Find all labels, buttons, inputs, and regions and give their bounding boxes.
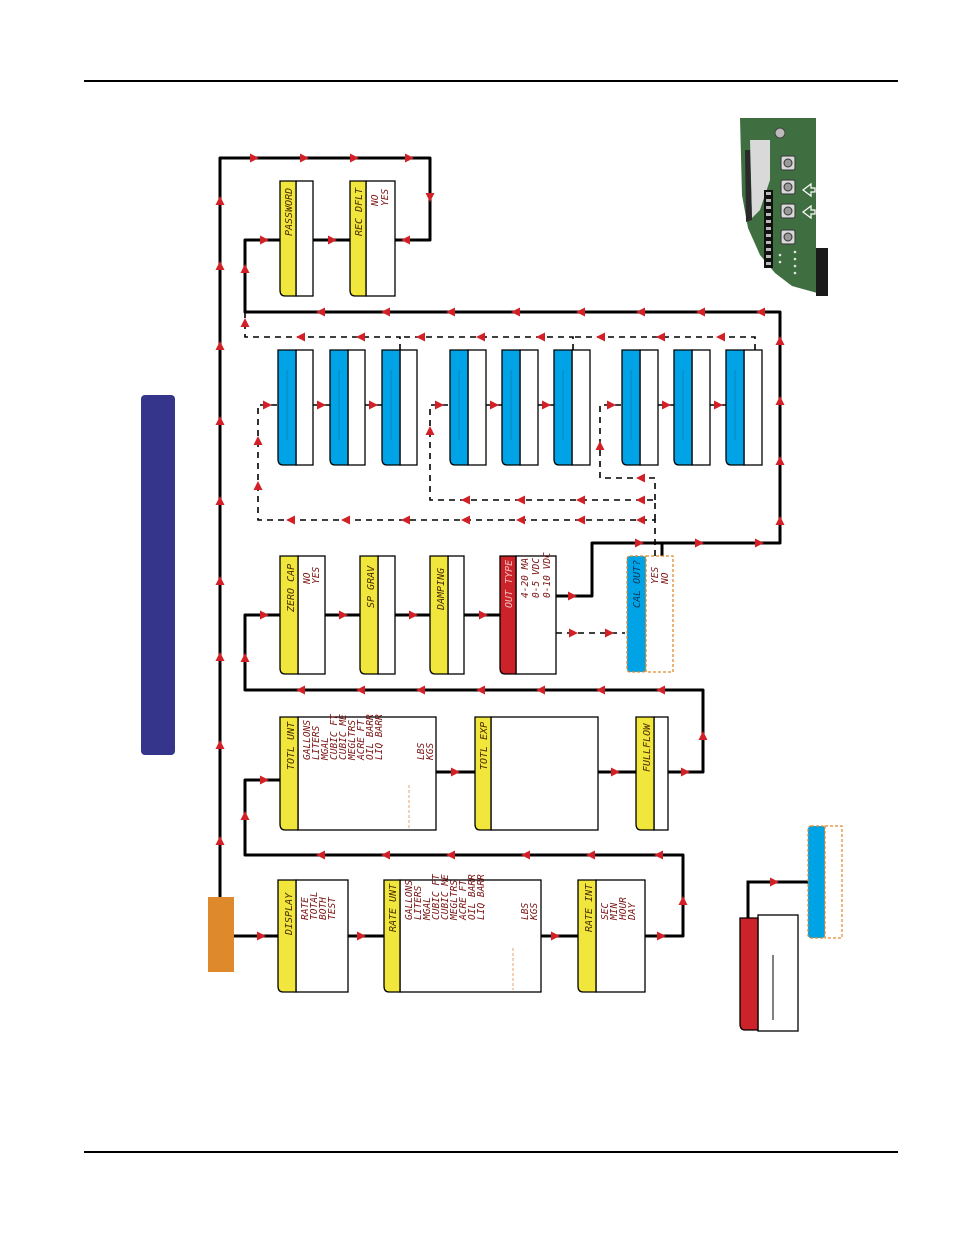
- rate-unt-opt-10: LBS: [520, 903, 531, 920]
- rec-dflt-title: REC DFLT: [354, 187, 365, 236]
- totl-unt-opt-8: LIQ BARR: [374, 714, 385, 760]
- totl-unt-opt-1: LITERS: [311, 725, 322, 760]
- circuit-board-image: [740, 118, 828, 296]
- totl-unt-opt-0: GALLONS: [302, 720, 313, 760]
- cal-box-3-2: [673, 349, 711, 466]
- rate-int-opt-1: MIN: [609, 903, 620, 921]
- totl-unt-opt-11: KGS: [425, 743, 436, 761]
- menu-display: [277, 879, 349, 993]
- cal-box-1-1: [277, 349, 314, 466]
- totl-unt-opt-7: OIL BARR: [365, 714, 376, 760]
- cal-box-2-3: [553, 349, 591, 466]
- legend-blue-box: [807, 825, 843, 939]
- out-type-opt-1: 0-5 VDC: [531, 558, 542, 598]
- totl-unt-title: TOTL UNT: [286, 721, 297, 770]
- display-opt-2: BOTH: [318, 897, 329, 920]
- rate-int-opt-2: HOUR: [618, 897, 629, 921]
- cal-box-3-3: [725, 349, 763, 466]
- cal-box-2-1: [449, 349, 487, 466]
- entry-block: [208, 897, 234, 972]
- out-type-opt-2: 0-10 VDC: [542, 552, 553, 598]
- menu-damping: [429, 555, 465, 675]
- menu-totl-exp: [474, 716, 599, 831]
- display-opt-0: RATE: [300, 897, 311, 920]
- cal-out-title: CAL OUT?: [632, 560, 643, 608]
- menu-options: RATE TOTAL BOTH TEST GALLONS LITERS MGAL…: [300, 189, 671, 921]
- legend-lines: [746, 880, 808, 918]
- totl-unt-opt-6: ACRE FT: [356, 719, 367, 761]
- password-title: PASSWORD: [284, 188, 295, 236]
- rate-unt-opt-4: CUBIC ME: [440, 874, 451, 920]
- title-sidebar: [141, 395, 175, 755]
- rate-int-opt-3: DAY: [627, 902, 638, 921]
- zero-cap-opt-0: NO: [302, 572, 313, 585]
- rate-unt-opt-3: CUBIC FT: [431, 873, 442, 920]
- rate-unt-opt-11: KGS: [529, 903, 540, 921]
- menu-out-type: [499, 555, 557, 675]
- totl-unt-opt-2: MGAL: [320, 737, 331, 761]
- rate-unt-title: RATE UNT: [388, 883, 399, 932]
- display-title: DISPLAY: [284, 892, 295, 936]
- cal-box-3-1: [621, 349, 659, 466]
- totl-unt-opt-4: CUBIC ME: [338, 714, 349, 760]
- rate-unt-opt-6: ACRE FT: [458, 879, 469, 921]
- menu-rec-dflt: [349, 180, 396, 297]
- cal-box-2-2: [501, 349, 539, 466]
- legend-red-box: [739, 914, 799, 1032]
- rec-dflt-opt-0: NO: [370, 194, 381, 207]
- menu-rate-int: [577, 879, 646, 993]
- menu-sp-grav: [359, 555, 396, 675]
- cal-box-1-3: [381, 349, 418, 466]
- menu-zero-cap: [279, 555, 326, 675]
- menu-totl-unt: [279, 716, 437, 831]
- menu-password: [279, 180, 314, 297]
- display-opt-1: TOTAL: [309, 891, 320, 920]
- menu-cal-out: [626, 555, 674, 673]
- rate-unt-opt-5: MEGLTRS: [449, 880, 460, 921]
- totl-unt-opt-5: MEGLTRS: [347, 720, 358, 761]
- sp-grav-title: SP GRAV: [366, 565, 377, 608]
- totl-unt-opt-3: CUBIC FT: [329, 713, 340, 760]
- rate-unt-opt-1: LITERS: [413, 885, 424, 920]
- rate-unt-opt-0: GALLONS: [404, 880, 415, 920]
- cal-box-group: [277, 349, 763, 466]
- cal-out-opt-1: NO: [660, 572, 671, 585]
- rate-int-opt-0: SEC: [600, 903, 611, 920]
- rate-unt-opt-8: LIQ BARR: [476, 874, 487, 920]
- menu-fullflow: [635, 716, 669, 831]
- zero-cap-title: ZERO CAP: [286, 564, 297, 613]
- totl-unt-opt-10: LBS: [416, 743, 427, 760]
- totl-exp-title: TOTL EXP: [479, 722, 490, 770]
- menu-rate-unt: [383, 879, 542, 993]
- header-rule: [84, 80, 898, 82]
- fullflow-title: FULLFLOW: [642, 723, 653, 772]
- rate-int-title: RATE INT: [584, 883, 595, 932]
- rate-unt-opt-2: MGAL: [422, 897, 433, 921]
- zero-cap-opt-1: YES: [311, 567, 322, 584]
- menu-labels: DISPLAY RATE UNT RATE INT TOTL UNT TOTL …: [284, 187, 653, 936]
- rec-dflt-opt-1: YES: [380, 189, 391, 206]
- display-opt-3: TEST: [327, 896, 338, 920]
- out-type-opt-0: 4-20 MA: [520, 558, 531, 598]
- cal-out-opt-0: YES: [650, 567, 661, 584]
- out-type-title: OUT TYPE: [504, 560, 515, 608]
- footer-rule: [84, 1151, 898, 1153]
- rate-unt-opt-7: OIL BARR: [467, 874, 478, 920]
- damping-title: DAMPING: [436, 568, 447, 611]
- cal-box-1-2: [329, 349, 366, 466]
